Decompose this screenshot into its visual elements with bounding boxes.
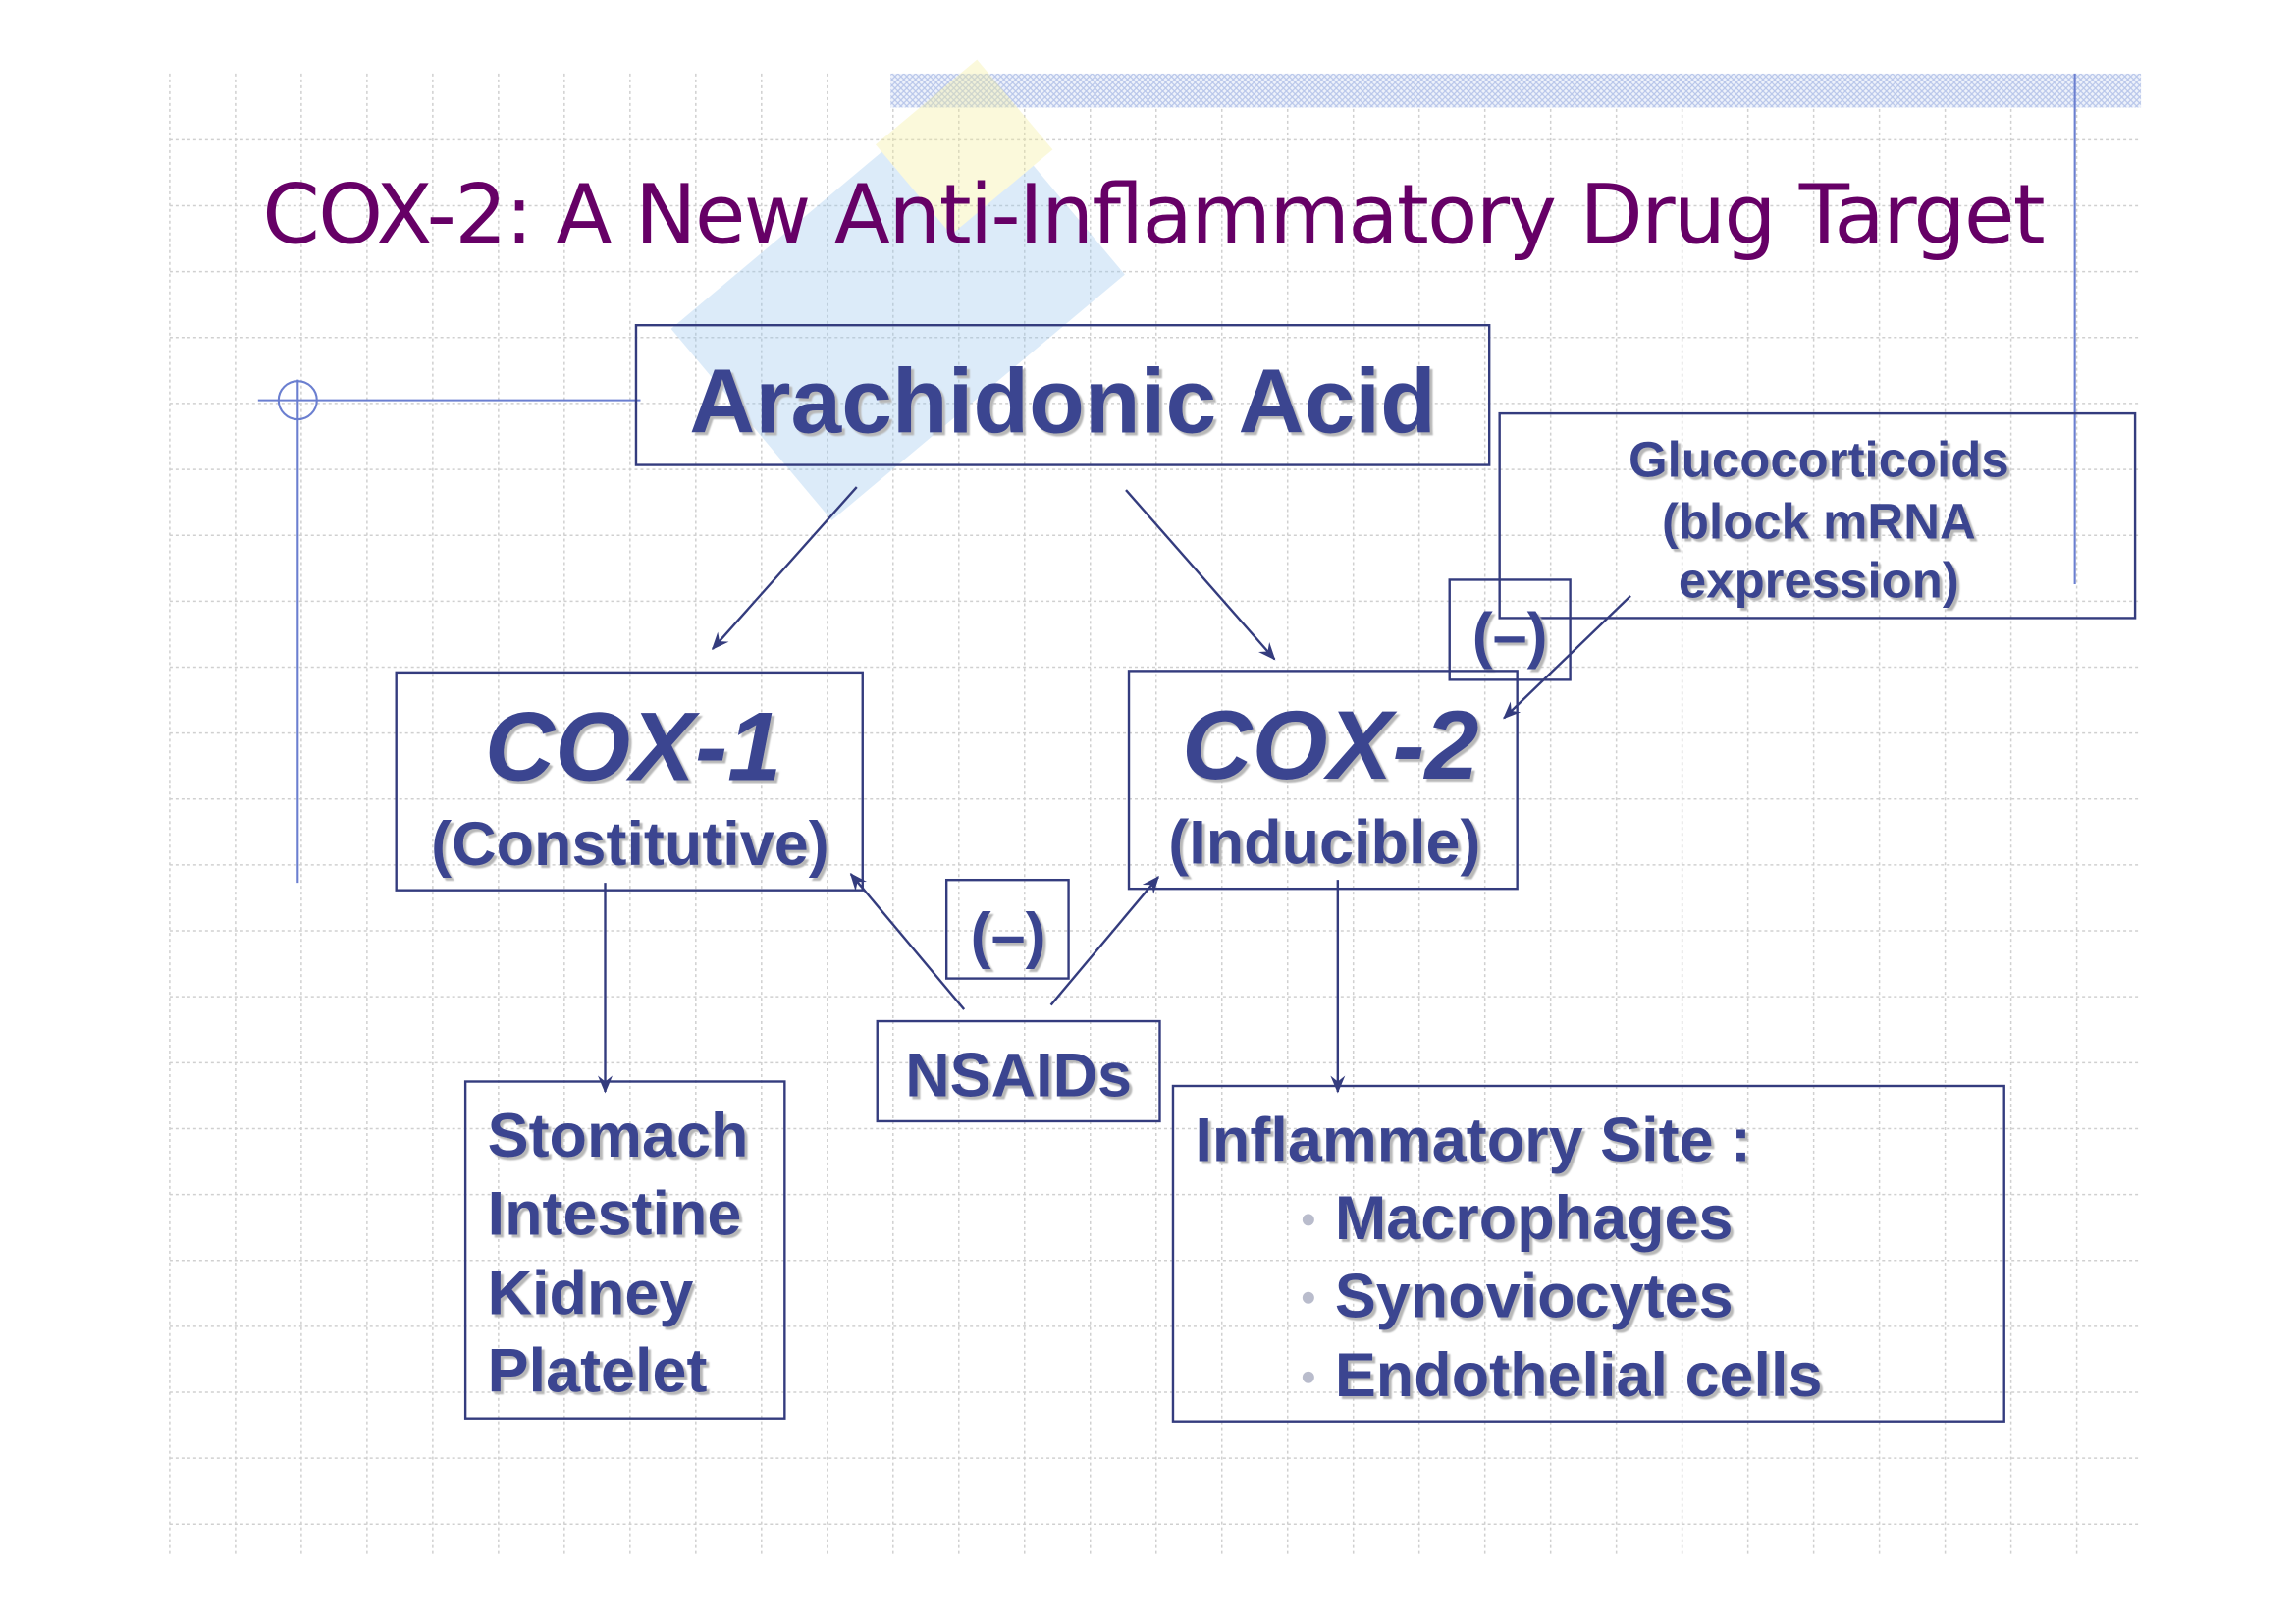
crosshair-icon: [277, 380, 318, 421]
inhibit-label-mid: (–): [971, 901, 1046, 970]
glucocorticoids-line-1: Glucocorticoids: [1629, 432, 2009, 488]
glucocorticoids-box: [1498, 411, 2137, 620]
arrow-aa-to-cox2: [1125, 489, 1276, 661]
site-platelet: Platelet: [488, 1337, 708, 1406]
bullet-icon: [1302, 1291, 1314, 1304]
nsaids-box: [876, 1019, 1161, 1123]
site-stomach: Stomach: [488, 1102, 749, 1170]
site-intestine: Intestine: [488, 1179, 742, 1248]
cox2-box: [1127, 670, 1519, 891]
site-synoviocytes: Synoviocytes: [1335, 1262, 1734, 1330]
inhibit-box-mid: [944, 878, 1070, 980]
site-endothelial: Endothelial cells: [1335, 1341, 1823, 1410]
site-kidney: Kidney: [488, 1259, 694, 1327]
arrow-nsaids-to-cox2: [1049, 876, 1159, 1006]
background-grid: [169, 73, 2142, 1556]
cox1-sites-box: [463, 1080, 786, 1420]
site-macrophages: Macrophages: [1335, 1184, 1734, 1253]
cox1-subtitle: (Constitutive): [431, 810, 829, 879]
header-hatched-bar: [890, 73, 2142, 108]
inflammatory-site-heading: Inflammatory Site :: [1195, 1106, 1751, 1174]
arachidonic-acid-label: Arachidonic Acid: [689, 351, 1436, 453]
arrow-gluco-to-cox2: [1503, 595, 1631, 720]
arrow-nsaids-to-cox1: [849, 873, 966, 1010]
watermark-logo: [670, 59, 1125, 521]
arrow-aa-to-cox1: [711, 486, 858, 651]
inhibit-box-top: [1448, 578, 1572, 681]
cox2-name: COX-2: [1182, 690, 1478, 799]
inflammatory-site-box: [1171, 1084, 2005, 1423]
cox2-subtitle: (Inducible): [1168, 809, 1480, 878]
cox1-name: COX-1: [485, 691, 781, 800]
arachidonic-acid-box: [634, 324, 1491, 466]
inhibit-label-top: (–): [1472, 601, 1548, 670]
bullet-icon: [1302, 1214, 1314, 1226]
bullet-icon: [1302, 1371, 1314, 1383]
cox1-box: [395, 671, 864, 892]
slide-title: COX-2: A New Anti-Inflammatory Drug Targ…: [262, 166, 2045, 262]
glucocorticoids-line-2: (block mRNA: [1662, 494, 1976, 550]
glucocorticoids-line-3: expression): [1679, 552, 1959, 608]
nsaids-label: NSAIDs: [905, 1041, 1132, 1109]
